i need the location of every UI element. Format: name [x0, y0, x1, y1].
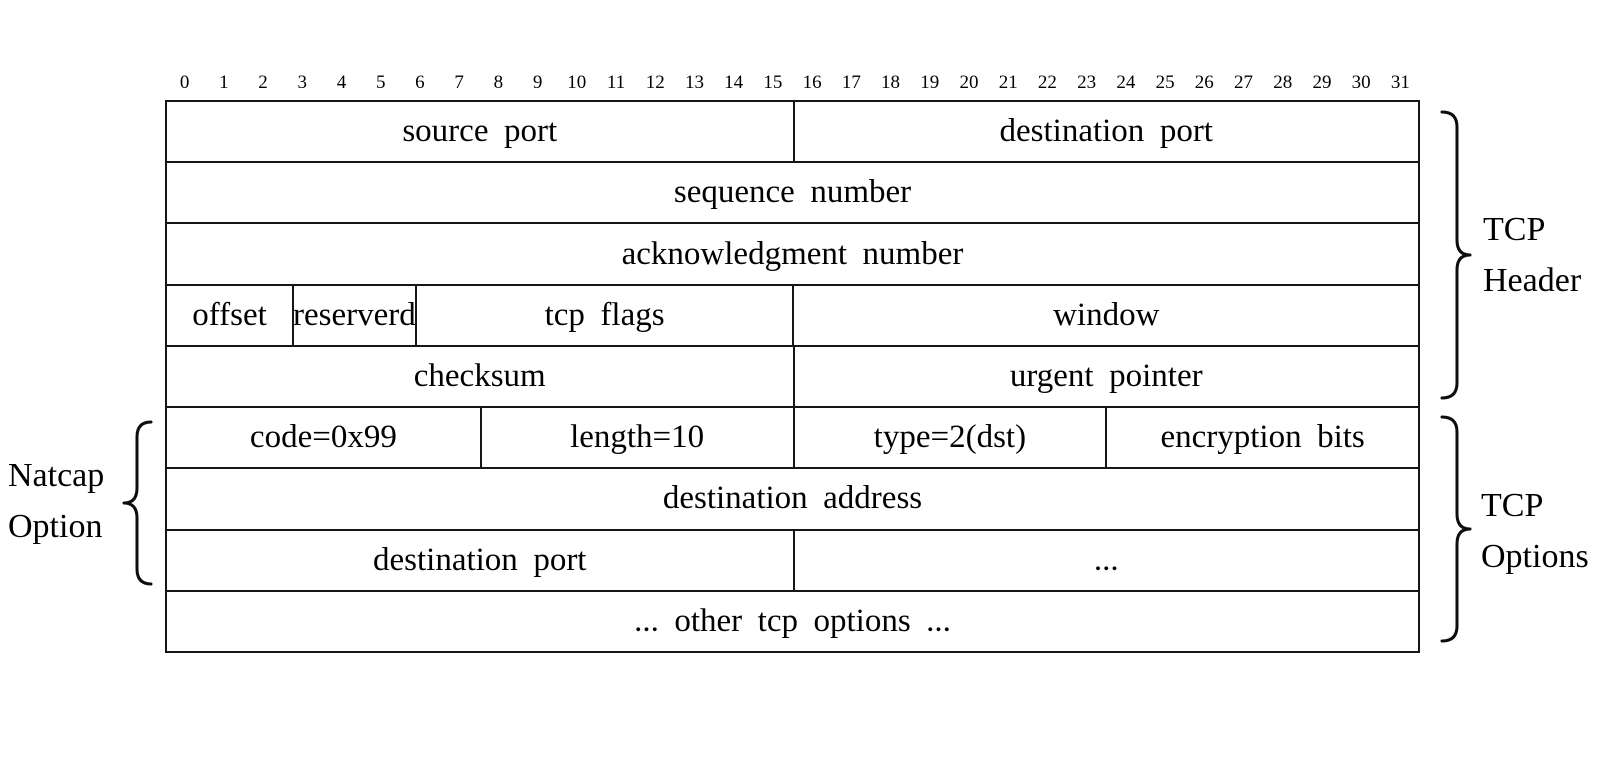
table-row: code=0x99 length=10 type=2(dst) encrypti…: [167, 406, 1418, 468]
bit-label: 23: [1077, 72, 1097, 93]
bit-label: 22: [1037, 72, 1057, 93]
bit-label: 30: [1351, 72, 1371, 93]
tcp-header-label: TCP Header: [1483, 204, 1581, 306]
bit-label: 28: [1273, 72, 1293, 93]
field-window: window: [792, 285, 1418, 345]
natcap-option-label: Natcap Option: [8, 450, 104, 552]
field-acknowledgment-number: acknowledgment number: [621, 235, 964, 272]
table-row: source port destination port: [167, 102, 1419, 162]
bit-label: 16: [802, 72, 822, 93]
bit-label: 6: [415, 72, 425, 93]
bit-label: 11: [606, 72, 626, 93]
field-source-port: source port: [402, 113, 558, 150]
bit-label: 7: [454, 72, 464, 93]
field-offset: offset: [192, 296, 267, 333]
tcp-header-label-line2: Header: [1483, 262, 1582, 299]
field-natcap-destination-port: destination port: [373, 541, 587, 578]
field-natcap-code: code=0x99: [249, 419, 397, 456]
field-natcap-type: type=2(dst): [792, 408, 1106, 468]
field-natcap-length: length=10: [479, 408, 793, 468]
table-row: offset reserverd tcp flags window: [167, 283, 1418, 345]
bit-label: 25: [1155, 72, 1175, 93]
bit-label: 24: [1116, 72, 1136, 93]
bit-label: 8: [493, 72, 504, 93]
table-row: acknowledgment number: [167, 222, 1418, 283]
field-urgent-pointer: urgent pointer: [792, 346, 1419, 407]
bit-label: 4: [336, 72, 347, 93]
tcp-options-label-line1: TCP: [1481, 487, 1544, 524]
bit-label: 1: [219, 72, 229, 93]
natcap-option-label-line2: Option: [8, 508, 103, 545]
bit-label: 0: [179, 72, 190, 93]
table-row: sequence number: [167, 161, 1418, 222]
bit-label: 2: [258, 72, 268, 93]
bit-label: 10: [567, 72, 587, 93]
field-destination-port: destination port: [792, 102, 1419, 162]
bit-label: 15: [763, 72, 783, 93]
bit-label: 21: [998, 72, 1018, 93]
field-tcp-flags: tcp flags: [414, 285, 793, 345]
natcap-brace: [122, 420, 153, 586]
tcp-options-label: TCP Options: [1481, 480, 1589, 582]
bit-label: 5: [375, 72, 386, 93]
bit-label: 14: [724, 72, 744, 93]
bit-label: 9: [532, 72, 543, 93]
bit-label: 29: [1312, 72, 1332, 93]
table-row: checksum urgent pointer: [167, 344, 1419, 407]
table-row: destination port ...: [167, 528, 1419, 590]
bit-label: 31: [1390, 72, 1410, 93]
bit-label: 26: [1194, 72, 1214, 93]
bit-label: 17: [841, 72, 861, 93]
field-continuation-dots: ...: [792, 530, 1419, 590]
packet-field-table: source port destination port sequence nu…: [165, 100, 1420, 653]
field-reserved: reserverd: [292, 285, 416, 345]
natcap-option-label-line1: Natcap: [8, 457, 105, 494]
bit-label: 27: [1234, 72, 1254, 93]
field-checksum: checksum: [413, 357, 546, 394]
tcp-options-label-line2: Options: [1481, 538, 1589, 575]
bit-label: 18: [881, 72, 901, 93]
tcp-options-brace: [1440, 415, 1472, 643]
bit-label: 19: [920, 72, 940, 93]
field-natcap-destination-address: destination address: [662, 480, 923, 517]
bit-label: 20: [959, 72, 979, 93]
field-natcap-encryption-bits: encryption bits: [1105, 408, 1418, 468]
field-other-tcp-options: ... other tcp options ...: [634, 602, 951, 639]
bit-label: 3: [297, 72, 308, 93]
table-row: ... other tcp options ...: [167, 589, 1418, 651]
bit-label: 13: [684, 72, 704, 93]
bit-ruler: 0 1 2 3 4 5 6 7 8 9 10 11 12 13 14 15 16…: [165, 64, 1420, 92]
bit-label: 12: [645, 72, 665, 93]
tcp-header-label-line1: TCP: [1483, 211, 1546, 248]
tcp-header-brace: [1440, 110, 1472, 400]
field-sequence-number: sequence number: [673, 174, 912, 211]
table-row: destination address: [167, 467, 1418, 528]
